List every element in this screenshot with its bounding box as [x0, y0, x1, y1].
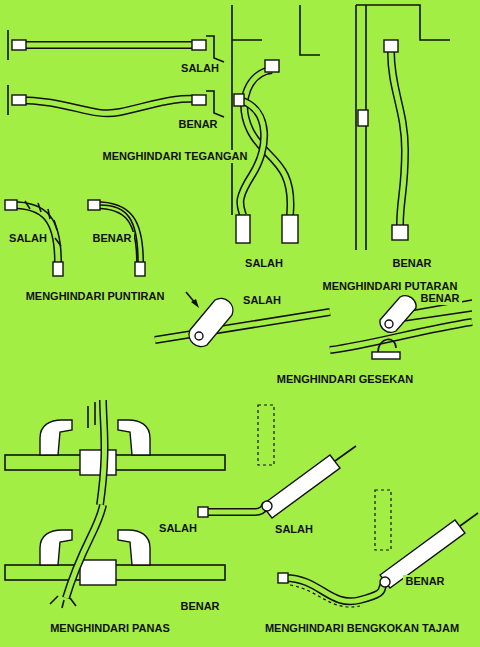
- caption-label: MENGHINDARI BENGKOKAN TAJAM: [263, 622, 461, 635]
- status-label: SALAH: [273, 523, 315, 536]
- fitting: [265, 60, 279, 72]
- hose: [66, 505, 103, 598]
- tension-right: [8, 85, 224, 117]
- manifold: [40, 530, 72, 565]
- pipe: [392, 225, 408, 240]
- hose: [16, 41, 205, 49]
- manifold: [40, 420, 72, 455]
- rotation-wrong: [232, 5, 320, 243]
- hose: [66, 505, 103, 598]
- hose: [16, 99, 205, 113]
- fitting: [135, 262, 145, 276]
- heat-mark: [88, 402, 95, 428]
- hose: [100, 400, 105, 505]
- hose: [155, 312, 330, 340]
- status-label: BENAR: [418, 292, 461, 305]
- heat-wrong: [5, 400, 225, 505]
- pointer-head: [191, 299, 199, 308]
- status-label: BENAR: [403, 575, 446, 588]
- manifold: [118, 530, 150, 565]
- fitting: [358, 110, 368, 126]
- status-label: SALAH: [7, 232, 49, 245]
- frame: [356, 5, 450, 250]
- lever-plate: [380, 296, 416, 332]
- status-label: SALAH: [157, 522, 199, 535]
- hose: [285, 578, 385, 601]
- abrasion-right: [330, 296, 472, 359]
- hose: [205, 503, 266, 512]
- frame: [232, 5, 320, 215]
- fitting: [53, 262, 63, 276]
- hose: [391, 52, 405, 225]
- pipe: [282, 215, 298, 243]
- fitting: [5, 200, 17, 210]
- fitting: [198, 507, 208, 517]
- caption-label: MENGHINDARI PUNTIRAN: [24, 290, 167, 303]
- twist-right: [88, 200, 145, 276]
- rod: [335, 446, 356, 461]
- fitting: [192, 95, 206, 105]
- hole: [195, 332, 203, 340]
- bend-wrong: [198, 405, 356, 518]
- rod: [460, 513, 478, 526]
- cylinder: [262, 455, 340, 518]
- fitting: [192, 40, 206, 50]
- hose: [391, 52, 405, 225]
- rotation-right: [356, 5, 450, 250]
- hose: [205, 503, 266, 512]
- hose: [16, 99, 205, 113]
- heat-right: [5, 505, 225, 608]
- hose: [16, 43, 205, 48]
- hose: [285, 578, 385, 601]
- cylinder-outline: [375, 490, 391, 550]
- bracket: [206, 91, 224, 117]
- fitting: [12, 40, 26, 50]
- hose: [100, 400, 105, 505]
- abrasion-wrong: [155, 292, 330, 347]
- tension-wrong: [8, 30, 224, 62]
- hose-path: [290, 585, 360, 607]
- bend-right: [278, 490, 478, 607]
- status-label: SALAH: [241, 294, 283, 307]
- hole: [385, 320, 393, 328]
- status-label: BENAR: [90, 232, 133, 245]
- clamp: [378, 339, 396, 352]
- lever-plate: [189, 298, 233, 346]
- clamp-base: [372, 352, 400, 359]
- status-label: BENAR: [176, 118, 219, 131]
- caption-label: MENGHINDARI PANAS: [48, 622, 172, 635]
- pipe-joint: [80, 450, 116, 475]
- pipe: [236, 215, 250, 243]
- status-label: SALAH: [179, 62, 221, 75]
- wall: [7, 30, 9, 60]
- hose: [155, 312, 330, 340]
- fitting: [380, 577, 390, 587]
- status-label: BENAR: [390, 257, 433, 270]
- wall: [7, 85, 9, 115]
- fitting: [234, 94, 244, 106]
- cylinder-outline: [258, 405, 274, 465]
- caption-label: MENGHINDARI TEGANGAN: [101, 150, 250, 163]
- hose-end: [50, 596, 76, 608]
- fitting: [278, 573, 288, 583]
- caption-label: MENGHINDARI GESEKAN: [275, 373, 415, 386]
- fitting: [384, 40, 398, 52]
- manifold: [118, 420, 150, 455]
- status-label: SALAH: [243, 257, 285, 270]
- status-label: BENAR: [178, 600, 221, 613]
- bracket: [206, 36, 224, 62]
- fitting: [88, 200, 100, 210]
- cylinder: [380, 520, 465, 588]
- fitting: [262, 501, 272, 511]
- fitting: [12, 95, 26, 105]
- twist-wrong: [5, 200, 63, 276]
- pipe-joint: [80, 560, 116, 585]
